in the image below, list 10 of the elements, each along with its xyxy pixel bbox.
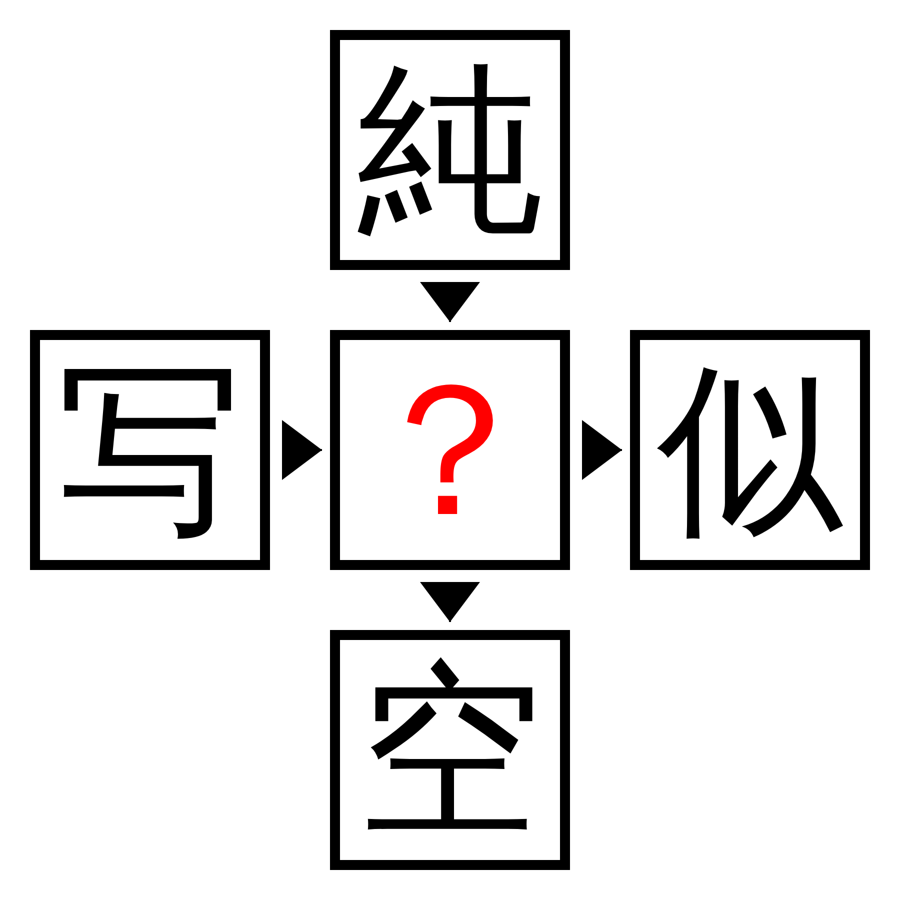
character-box bbox=[330, 330, 570, 570]
kanji-character: 写 bbox=[57, 357, 243, 543]
kanji-character: 似 bbox=[657, 357, 843, 543]
character-box bbox=[630, 330, 870, 570]
question-mark: ？ bbox=[357, 357, 543, 543]
kanji-character: 空 bbox=[357, 657, 543, 843]
character-box bbox=[330, 630, 570, 870]
kanji-character: 純 bbox=[357, 57, 543, 243]
character-box bbox=[330, 30, 570, 270]
character-box bbox=[30, 330, 270, 570]
